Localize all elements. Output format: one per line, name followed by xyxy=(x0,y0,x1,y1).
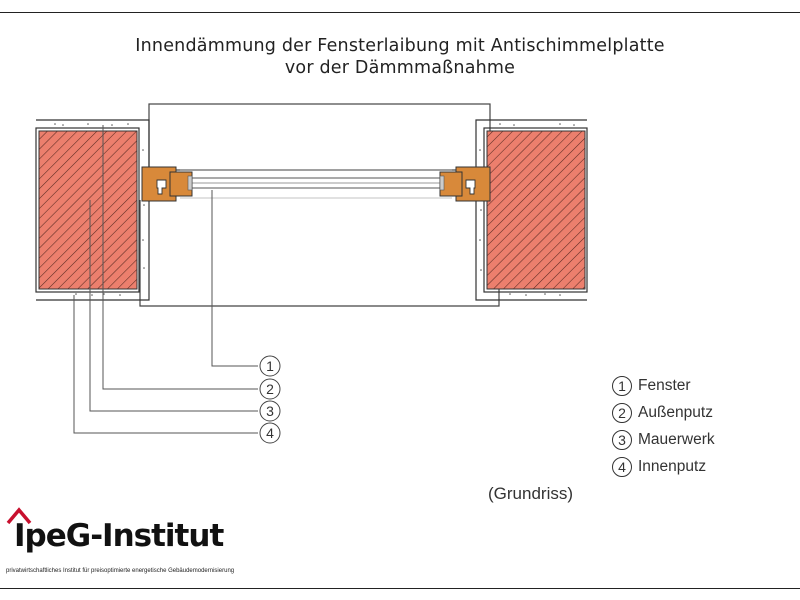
callouts: 1 2 3 4 xyxy=(259,355,281,444)
legend-number: 1 xyxy=(612,375,632,396)
diagram-title-line1: Innendämmung der Fensterlaibung mit Anti… xyxy=(135,36,665,56)
callout-number-4: 4 xyxy=(266,425,274,441)
diagram-title-line2: vor der Dämmmaßnahme xyxy=(284,58,516,78)
right-wall-plaster xyxy=(483,127,588,293)
left-plaster-dots xyxy=(54,123,145,296)
legend-label: Mauerwerk xyxy=(638,430,715,448)
right-masonry xyxy=(486,130,586,290)
window-frame xyxy=(141,166,491,202)
reveal-outline-bottom xyxy=(139,200,500,307)
legend-number: 3 xyxy=(612,429,632,450)
right-spacer xyxy=(439,175,445,191)
legend-item: 3 Mauerwerk xyxy=(612,426,715,453)
legend-label: Innenputz xyxy=(638,457,707,475)
right-outer-plaster-line xyxy=(475,119,587,301)
left-wall xyxy=(35,119,150,301)
left-frame-chamber xyxy=(156,179,167,195)
logo-tagline: privatwirtschaftliches Institut für prei… xyxy=(6,568,235,574)
leader-line-4 xyxy=(73,295,258,434)
callout-circle-1 xyxy=(259,355,281,377)
left-outer-plaster-line xyxy=(36,119,150,301)
callout-number-2: 2 xyxy=(266,381,274,397)
left-masonry xyxy=(38,130,138,290)
leader-lines xyxy=(73,125,258,434)
leader-line-3 xyxy=(89,200,258,412)
legend-label: Fenster xyxy=(638,376,691,394)
right-wall xyxy=(475,119,588,301)
logo-roof-icon xyxy=(6,507,32,525)
legend-item: 4 Innenputz xyxy=(612,453,715,480)
logo-wordmark: IpeG-Institut xyxy=(14,518,224,554)
left-wall-plaster xyxy=(35,127,140,293)
callout-circle-3 xyxy=(259,400,281,422)
legend-number: 2 xyxy=(612,402,632,423)
callout-circle-2 xyxy=(259,378,281,400)
leader-line-1 xyxy=(211,190,258,367)
legend: 1 Fenster 2 Außenputz 3 Mauerwerk 4 Inne… xyxy=(612,372,715,480)
ipeg-logo: IpeG-Institut privatwirtschaftliches Ins… xyxy=(6,506,266,576)
callout-number-3: 3 xyxy=(266,403,274,419)
reveal-outline-top xyxy=(148,103,491,171)
callout-circle-4 xyxy=(259,422,281,444)
plan-caption: (Grundriss) xyxy=(488,484,574,503)
right-frame-chamber xyxy=(465,179,476,195)
right-plaster-dots xyxy=(479,123,575,296)
legend-label: Außenputz xyxy=(638,403,713,421)
top-rule xyxy=(0,12,800,13)
bottom-rule xyxy=(0,588,800,589)
left-spacer xyxy=(187,175,193,191)
legend-item: 1 Fenster xyxy=(612,372,715,399)
legend-number: 4 xyxy=(612,456,632,477)
legend-item: 2 Außenputz xyxy=(612,399,715,426)
callout-number-1: 1 xyxy=(266,358,274,374)
leader-line-2 xyxy=(102,125,258,390)
